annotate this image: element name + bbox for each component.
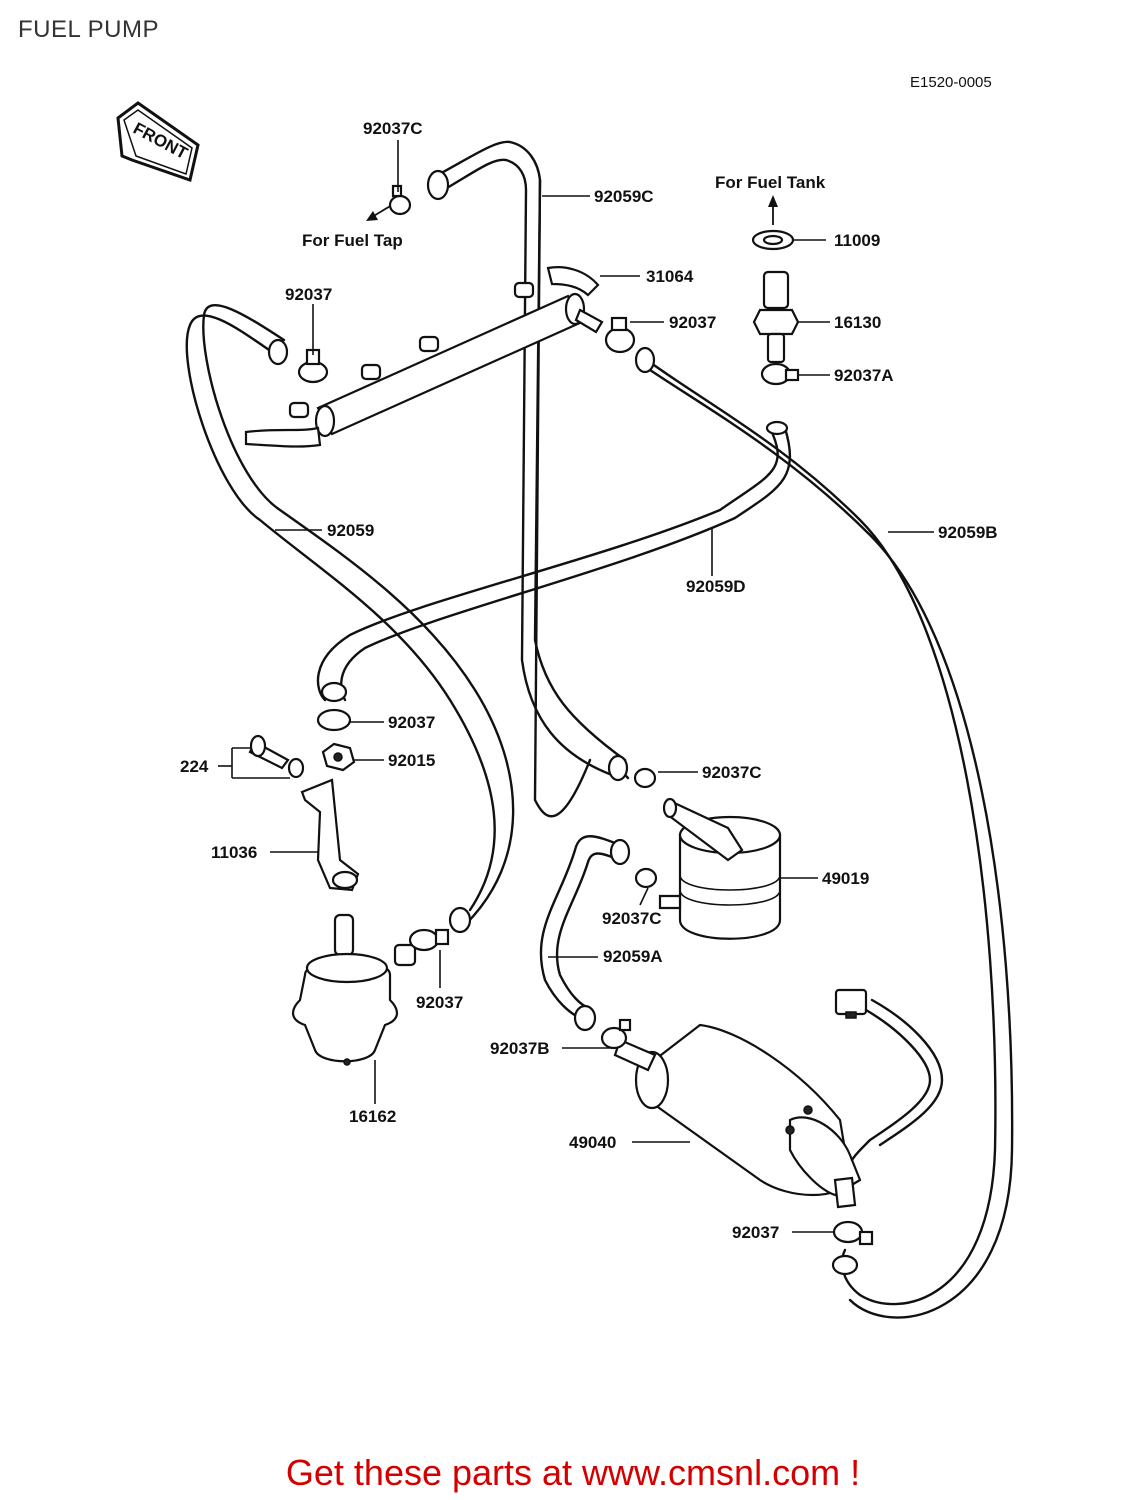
label-92059c: 92059C xyxy=(594,187,654,206)
label-92037c-mid: 92037C xyxy=(702,763,762,782)
clamp-92037-bottom xyxy=(832,1220,874,1246)
label-92037-bottom: 92037 xyxy=(732,1223,779,1242)
diagram-code: E1520-0005 xyxy=(910,74,992,91)
label-92037c-low: 92037C xyxy=(602,909,662,928)
label-92037c-top: 92037C xyxy=(363,119,423,138)
clamp-92037b xyxy=(600,1018,632,1050)
clamp-92037-mid xyxy=(316,708,352,732)
clamp-92037-low xyxy=(408,928,450,952)
label-92037-top-left: 92037 xyxy=(285,285,332,304)
label-31064: 31064 xyxy=(646,267,694,286)
clamp-92037-top-mid xyxy=(604,316,636,354)
label-92037a: 92037A xyxy=(834,366,894,385)
fuel-filter-49019 xyxy=(658,797,782,940)
label-92059: 92059 xyxy=(327,521,374,540)
note-fuel-tap: For Fuel Tap xyxy=(302,231,403,250)
bracket-11036 xyxy=(300,778,360,892)
label-224: 224 xyxy=(180,757,209,776)
label-92059a: 92059A xyxy=(603,947,663,966)
hose-92059b xyxy=(638,353,997,1306)
label-92037-top-mid: 92037 xyxy=(669,313,716,332)
label-11036: 11036 xyxy=(211,843,257,862)
label-49040: 49040 xyxy=(569,1133,616,1152)
fuel-pump-diagram: FRONT xyxy=(116,101,1014,1319)
clamp-92037c-top xyxy=(388,184,412,216)
clamp-92037a xyxy=(760,362,800,386)
label-92037b: 92037B xyxy=(490,1039,550,1058)
hose-92059c xyxy=(430,140,592,818)
fuel-tap-arrow xyxy=(366,204,393,221)
nut-92015 xyxy=(321,742,356,772)
fitting-16130 xyxy=(752,270,800,364)
hose-92059 xyxy=(185,314,496,912)
page-title: FUEL PUMP xyxy=(18,16,159,43)
label-16162: 16162 xyxy=(349,1107,396,1126)
fuel-pump-49040 xyxy=(613,1023,862,1209)
hose-92059d xyxy=(316,426,779,702)
pump-connector-wire xyxy=(834,988,944,1162)
clamp-92037c-mid xyxy=(633,767,657,789)
hose-92059a xyxy=(539,835,622,1022)
clamp-92037-top-left xyxy=(297,348,329,384)
label-16130: 16130 xyxy=(834,313,881,332)
fuel-rail xyxy=(244,266,604,448)
label-92059d: 92059D xyxy=(686,577,746,596)
note-fuel-tank: For Fuel Tank xyxy=(715,173,826,192)
label-11009: 11009 xyxy=(834,231,880,250)
label-92015: 92015 xyxy=(388,751,435,770)
bolt-224 xyxy=(248,734,305,779)
label-92059b: 92059B xyxy=(938,523,998,542)
front-arrow-badge: FRONT xyxy=(116,101,200,182)
clamp-92037c-low xyxy=(634,867,658,889)
footer-parts-link[interactable]: Get these parts at www.cmsnl.com ! xyxy=(285,1452,861,1493)
pressure-regulator-16162 xyxy=(292,913,417,1066)
leader-lines xyxy=(218,140,934,1233)
label-49019: 49019 xyxy=(822,869,869,888)
fuel-tank-arrow xyxy=(768,195,778,225)
label-92037-low: 92037 xyxy=(416,993,463,1012)
label-92037-mid: 92037 xyxy=(388,713,435,732)
